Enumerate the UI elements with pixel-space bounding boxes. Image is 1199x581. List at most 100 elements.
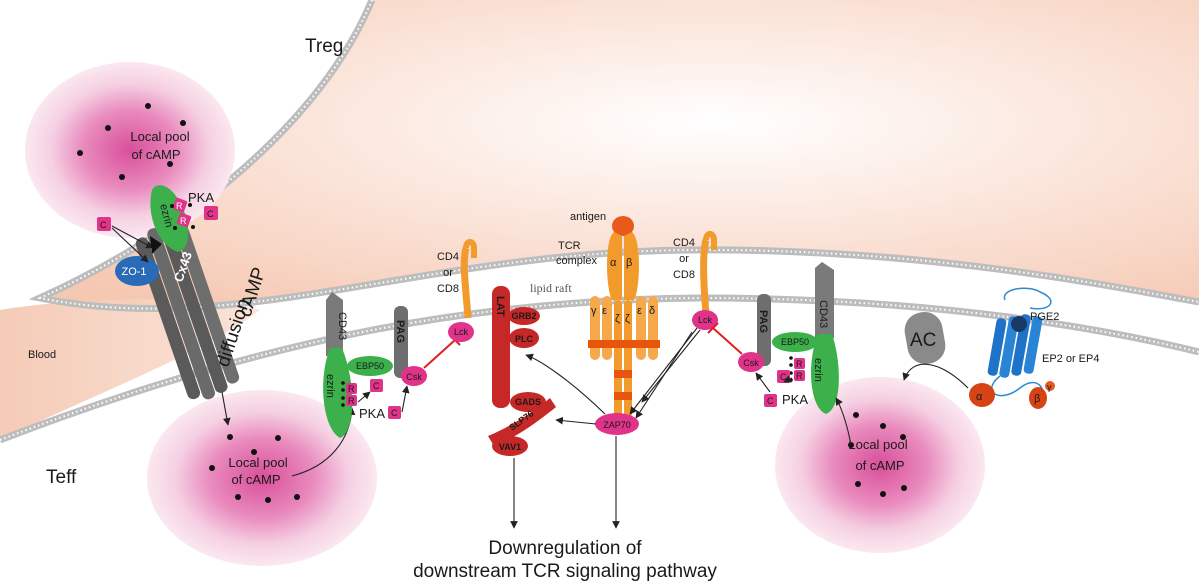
camp-pool-teff-left: Local pool of cAMP (147, 390, 377, 566)
svg-text:ε: ε (602, 305, 607, 317)
csk-left: Csk (401, 366, 427, 386)
camp-diffusion-arrow (221, 391, 231, 426)
svg-text:CD4: CD4 (673, 237, 695, 249)
camp-pool-label-line1: Local pool (848, 437, 907, 452)
pka-left: R R C PKA C (341, 379, 401, 421)
pka-treg: R R PKA C (170, 190, 218, 230)
svg-text:δ: δ (649, 305, 655, 317)
lat-signalosome: LAT GRB2 PLC GADS SLP76 VAV1 (488, 286, 556, 456)
svg-text:ezrin: ezrin (812, 358, 824, 382)
svg-text:C: C (207, 209, 214, 219)
svg-text:EP2 or EP4: EP2 or EP4 (1042, 353, 1099, 365)
svg-text:PGE2: PGE2 (1030, 311, 1059, 323)
svg-text:AC: AC (910, 330, 936, 351)
pka-release-arrow-right (783, 375, 793, 383)
svg-text:complex: complex (556, 255, 597, 267)
svg-text:ezrin: ezrin (157, 203, 175, 229)
svg-text:R: R (348, 384, 355, 394)
outcome-line1: Downregulation of (488, 538, 642, 559)
ep-receptor: PGE2 EP2 or EP4 (987, 287, 1099, 401)
svg-text:antigen: antigen (570, 211, 606, 223)
svg-text:R: R (796, 359, 803, 369)
ebp50-right: EBP50 (772, 332, 818, 352)
svg-text:GADS: GADS (515, 397, 541, 407)
coreceptor-right: CD4 or CD8 (673, 231, 717, 315)
zap70-to-slp76-arrow (555, 416, 597, 425)
svg-text:ζ: ζ (615, 313, 620, 325)
camp-pool-label-line2: of cAMP (855, 458, 904, 473)
svg-text:VAV1: VAV1 (499, 442, 521, 452)
ebp50-left: EBP50 (347, 356, 393, 376)
svg-text:ZO-1: ZO-1 (121, 266, 146, 278)
svg-text:Csk: Csk (743, 358, 759, 368)
lck-right: Lck (692, 310, 718, 330)
zap70: ZAP70 (595, 413, 639, 435)
lck-left: Lck (448, 322, 474, 342)
svg-text:β: β (1034, 393, 1040, 405)
svg-text:CD8: CD8 (437, 283, 459, 295)
svg-text:PKA: PKA (782, 392, 808, 407)
svg-text:EBP50: EBP50 (356, 361, 384, 371)
svg-text:C: C (100, 220, 107, 230)
svg-text:ZAP70: ZAP70 (603, 420, 631, 430)
svg-text:C: C (767, 396, 774, 406)
svg-text:CD8: CD8 (673, 269, 695, 281)
csk-inhibits-lck-right (712, 327, 743, 355)
adenylate-cyclase: AC (904, 311, 946, 365)
lck-activation-arrow (635, 331, 693, 419)
zap70-to-lat-arrow (525, 353, 606, 415)
svg-text:β: β (626, 257, 632, 269)
svg-text:TCR: TCR (558, 240, 581, 252)
svg-text:α: α (610, 257, 617, 269)
outcome-line2: downstream TCR signaling pathway (413, 561, 717, 581)
svg-text:EBP50: EBP50 (781, 337, 809, 347)
lipid-raft-label: lipid raft (530, 281, 572, 295)
camp-pool-treg: Local pool of cAMP (25, 62, 235, 238)
svg-text:PLC: PLC (515, 334, 534, 344)
camp-pool-teff-right: Local pool of cAMP (775, 377, 985, 553)
pag-right: PAG (757, 294, 771, 366)
catalytic-arrow (111, 227, 149, 263)
zo1-protein: ZO-1 (115, 256, 159, 286)
svg-text:α: α (976, 391, 983, 403)
treg-membrane (28, 0, 1199, 313)
svg-text:R: R (176, 201, 183, 211)
svg-text:R: R (348, 396, 355, 406)
cd43-right: CD43 (815, 262, 834, 338)
csk-right: Csk (738, 352, 764, 372)
channel-entry-arrowhead (150, 236, 162, 254)
svg-text:R: R (180, 216, 187, 226)
svg-text:PAG: PAG (757, 310, 769, 333)
svg-text:Csk: Csk (406, 372, 422, 382)
svg-text:R: R (796, 371, 803, 381)
pka-to-csk-arrow (401, 385, 410, 413)
g-protein: α β γ (969, 381, 1055, 409)
svg-text:PKA: PKA (188, 190, 214, 205)
pka-right: R R C C PKA (764, 356, 808, 407)
svg-text:Lck: Lck (698, 315, 713, 325)
svg-text:or: or (443, 267, 453, 279)
svg-text:C: C (391, 408, 398, 418)
inhibition-bar-right (707, 322, 719, 334)
catalytic-arrow (111, 225, 154, 249)
camp-pool-label-line1: Local pool (130, 129, 189, 144)
svg-text:PKA: PKA (359, 406, 385, 421)
svg-text:or: or (679, 253, 689, 265)
cd43-left: CD43 (326, 292, 348, 356)
svg-text:CD4: CD4 (437, 251, 459, 263)
svg-text:GRB2: GRB2 (511, 311, 536, 321)
camp-pool-label-line2: of cAMP (131, 147, 180, 162)
lck-to-zap-arrow (641, 329, 701, 403)
svg-text:LAT: LAT (494, 296, 506, 317)
svg-text:ε: ε (637, 305, 642, 317)
csk-inhibits-lck (423, 339, 456, 369)
teff-label: Teff (46, 467, 77, 488)
camp-pool-label-line2: of cAMP (231, 472, 280, 487)
ezrin-left: ezrin (323, 348, 353, 438)
camp-pool-label-line1: Local pool (228, 455, 287, 470)
svg-text:γ: γ (591, 305, 597, 317)
svg-text:Lck: Lck (454, 327, 469, 337)
coreceptor-left: CD4 or CD8 (437, 239, 477, 319)
gs-activates-ac-arrow (902, 363, 969, 389)
